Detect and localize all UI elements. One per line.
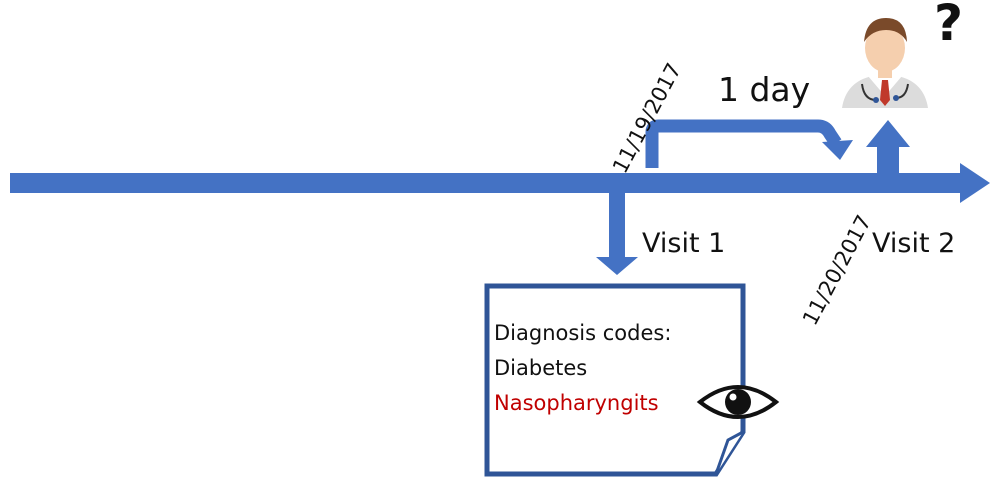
timeline-arrow: [10, 163, 990, 203]
diagnosis-title: Diagnosis codes:: [494, 321, 672, 345]
note-fold: [714, 430, 744, 475]
visit1-down-arrow: [596, 193, 638, 275]
diagnosis-code-1: Nasopharyngits: [494, 391, 659, 415]
diagnosis-code-0: Diabetes: [494, 356, 588, 380]
visit1-label: Visit 1: [642, 228, 726, 259]
visit2-up-arrow: [866, 120, 910, 175]
question-mark: ?: [934, 0, 964, 52]
doctor-icon: [842, 18, 928, 108]
visit2-label: Visit 2: [872, 228, 956, 259]
diagnosis-note-content: Diagnosis codes: Diabetes Nasopharyngits: [494, 316, 671, 421]
eye-icon: [696, 385, 780, 419]
interval-arrowhead: [822, 140, 853, 160]
interval-arrow: [645, 119, 842, 168]
interval-label: 1 day: [718, 70, 811, 109]
